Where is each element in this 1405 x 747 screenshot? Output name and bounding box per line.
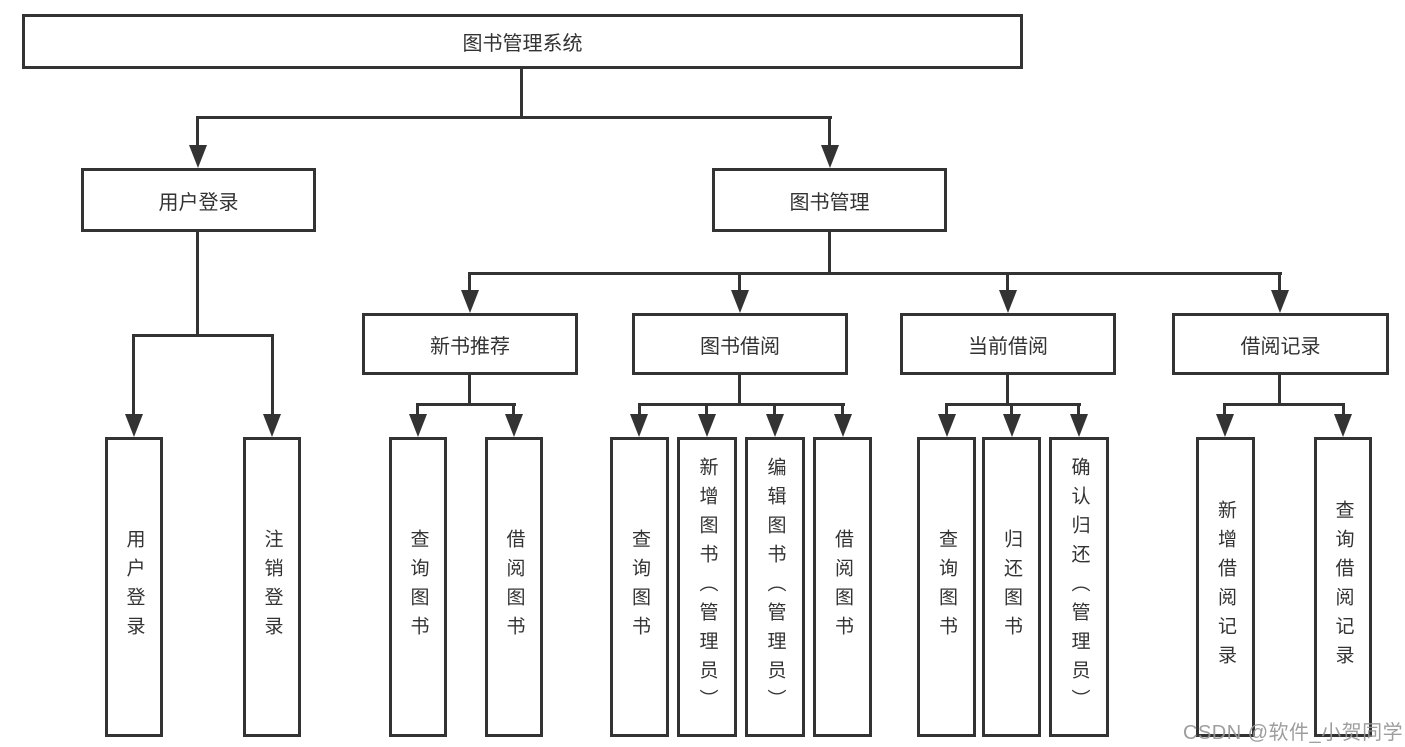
node-leaf-logout-label: 注销登录 [261, 529, 283, 645]
arrow-down-icon [461, 290, 479, 313]
node-root: 图书管理系统 [22, 14, 1023, 69]
node-leaf-return-book-label: 归还图书 [1001, 529, 1022, 645]
connector-line [773, 403, 776, 419]
node-leaf-add-book: 新增图书（管理员） [677, 437, 737, 737]
connector-line [196, 116, 199, 152]
arrow-down-icon [1216, 414, 1234, 437]
connector-line [738, 272, 741, 296]
arrow-down-icon [630, 414, 648, 437]
node-leaf-confirm-return: 确认归还（管理员） [1049, 437, 1109, 737]
node-book-borrow: 图书借阅 [632, 313, 848, 375]
node-current-borrow: 当前借阅 [900, 313, 1116, 375]
arrow-down-icon [263, 414, 281, 437]
node-user-login-label: 用户登录 [158, 191, 239, 214]
connector-line [1223, 403, 1226, 419]
connector-line [1006, 272, 1009, 296]
connector-line [520, 68, 523, 119]
node-leaf-recommend-borrow-book-label: 借阅图书 [503, 529, 525, 645]
arrow-down-icon [1070, 414, 1088, 437]
arrow-down-icon [189, 145, 207, 168]
node-user-login: 用户登录 [81, 168, 316, 232]
connector-line [738, 374, 741, 406]
node-leaf-borrow-query-book: 查询图书 [610, 437, 669, 737]
node-borrow-records-label: 借阅记录 [1240, 335, 1321, 358]
connector-line [945, 403, 948, 419]
arrow-down-icon [821, 145, 839, 168]
arrow-down-icon [731, 290, 749, 313]
connector-line [1342, 403, 1345, 419]
connector-line [468, 374, 471, 406]
connector-line [1077, 403, 1080, 419]
node-leaf-return-book: 归还图书 [982, 437, 1041, 737]
connector-line [468, 272, 471, 296]
node-book-borrow-label: 图书借阅 [700, 335, 780, 358]
arrow-down-icon [698, 414, 716, 437]
arrow-down-icon [1271, 290, 1289, 313]
arrow-down-icon [505, 414, 523, 437]
node-leaf-query-record-label: 查询借阅记录 [1332, 500, 1354, 674]
connector-line [1010, 403, 1013, 419]
node-borrow-records: 借阅记录 [1172, 313, 1389, 375]
node-leaf-add-book-label: 新增图书（管理员） [696, 456, 718, 718]
connector-line [638, 403, 641, 419]
connector-line [828, 231, 831, 275]
node-leaf-current-query-book: 查询图书 [917, 437, 976, 737]
node-leaf-edit-book-label: 编辑图书（管理员） [764, 456, 786, 718]
arrow-down-icon [1334, 414, 1352, 437]
node-leaf-borrow-borrow-book-label: 借阅图书 [832, 529, 853, 645]
connector-line [705, 403, 708, 419]
connector-line [416, 403, 419, 419]
node-leaf-edit-book: 编辑图书（管理员） [745, 437, 805, 737]
connector-line [468, 272, 1282, 275]
arrow-down-icon [409, 414, 427, 437]
node-leaf-user-login: 用户登录 [105, 437, 163, 737]
node-current-borrow-label: 当前借阅 [968, 335, 1048, 358]
node-root-label: 图书管理系统 [462, 33, 583, 55]
node-leaf-recommend-query-book-label: 查询图书 [407, 529, 429, 645]
node-leaf-query-record: 查询借阅记录 [1314, 437, 1372, 737]
arrow-down-icon [766, 414, 784, 437]
connector-line [416, 403, 516, 406]
connector-line [1006, 374, 1009, 406]
connector-line [1223, 403, 1345, 406]
connector-line [841, 403, 844, 419]
connector-line [1278, 374, 1281, 406]
node-leaf-user-login-label: 用户登录 [123, 529, 145, 645]
connector-line [132, 334, 274, 337]
node-book-management: 图书管理 [712, 168, 947, 232]
node-new-book-recommend: 新书推荐 [362, 313, 578, 375]
connector-line [132, 334, 135, 422]
node-book-management-label: 图书管理 [789, 191, 870, 214]
connector-line [196, 231, 199, 337]
node-leaf-recommend-query-book: 查询图书 [389, 437, 447, 737]
arrow-down-icon [834, 414, 852, 437]
connector-line [512, 403, 515, 419]
watermark: CSDN @软件_小贺同学 [1183, 722, 1404, 744]
node-leaf-logout: 注销登录 [243, 437, 301, 737]
arrow-down-icon [1003, 414, 1021, 437]
connector-line [638, 403, 845, 406]
node-leaf-borrow-borrow-book: 借阅图书 [813, 437, 872, 737]
node-new-book-recommend-label: 新书推荐 [430, 335, 510, 358]
node-leaf-borrow-query-book-label: 查询图书 [629, 529, 650, 645]
connector-line [945, 403, 1081, 406]
node-leaf-confirm-return-label: 确认归还（管理员） [1068, 456, 1090, 718]
connector-line [196, 116, 832, 119]
node-leaf-recommend-borrow-book: 借阅图书 [485, 437, 543, 737]
arrow-down-icon [999, 290, 1017, 313]
node-leaf-add-record-label: 新增借阅记录 [1215, 500, 1236, 674]
arrow-down-icon [938, 414, 956, 437]
node-leaf-current-query-book-label: 查询图书 [936, 529, 957, 645]
node-leaf-add-record: 新增借阅记录 [1196, 437, 1255, 737]
connector-line [828, 116, 831, 152]
connector-line [271, 334, 274, 422]
connector-line [1278, 272, 1281, 296]
arrow-down-icon [125, 414, 143, 437]
